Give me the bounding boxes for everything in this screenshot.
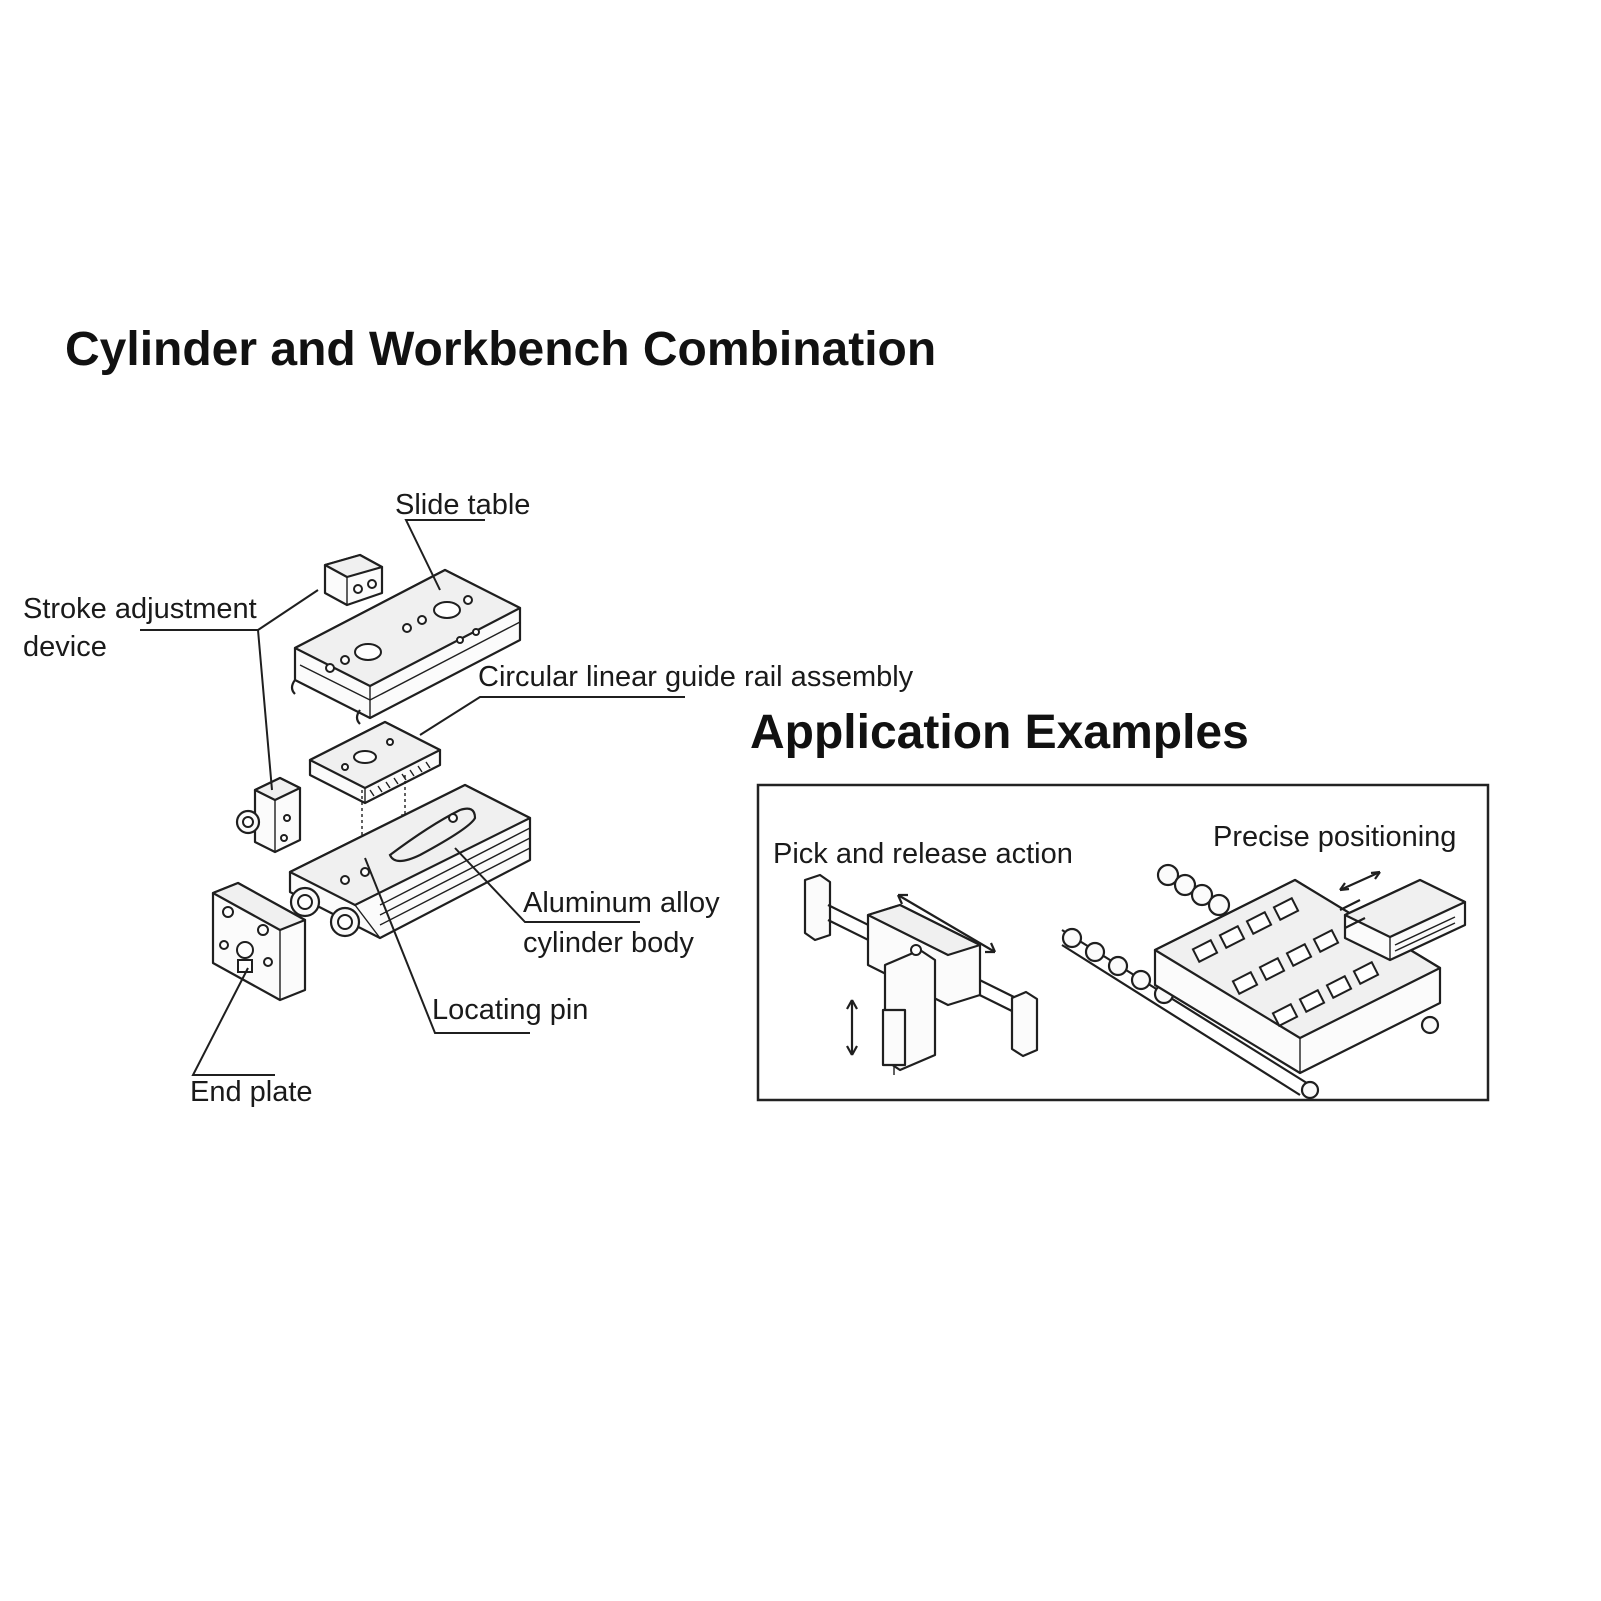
stroke-adjustment-device-part	[235, 776, 302, 854]
stroke-adjustment-block	[323, 553, 384, 607]
applications-title: Application Examples	[750, 706, 1249, 759]
label-end-plate: End plate	[190, 1076, 313, 1108]
label-precise-positioning: Precise positioning	[1213, 821, 1457, 853]
label-stroke-adjustment-line2: device	[23, 631, 107, 663]
label-guide-rail: Circular linear guide rail assembly	[478, 661, 914, 693]
guide-rail-part	[308, 720, 442, 805]
label-locating-pin: Locating pin	[432, 994, 589, 1026]
precise-positioning-illustration	[1061, 863, 1467, 1100]
slide-table-part	[290, 568, 522, 725]
pick-release-illustration	[803, 873, 1039, 1075]
label-cylinder-body-line2: cylinder body	[523, 927, 694, 959]
cylinder-body-part	[288, 783, 532, 940]
leader-lines	[140, 519, 685, 1076]
applications-frame	[756, 783, 1490, 1102]
label-stroke-adjustment-line1: Stroke adjustment	[23, 593, 257, 625]
label-pick-release: Pick and release action	[773, 838, 1073, 870]
label-cylinder-body-line1: Aluminum alloy	[523, 887, 720, 919]
end-plate-part	[211, 881, 307, 1002]
main-title: Cylinder and Workbench Combination	[65, 323, 937, 376]
label-slide-table: Slide table	[395, 489, 531, 521]
